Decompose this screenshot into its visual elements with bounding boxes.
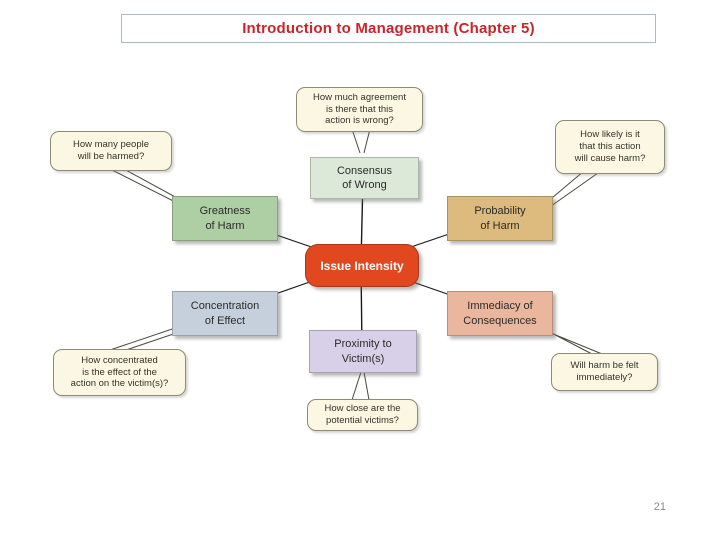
probability-of-harm-node: Probability of Harm [447, 196, 553, 241]
greatness-of-harm-node: Greatness of Harm [172, 196, 278, 241]
consensus-of-wrong-node: Consensus of Wrong [310, 157, 419, 199]
consensus-question-callout: How much agreement is there that this ac… [296, 87, 423, 132]
slide-title-box: Introduction to Management (Chapter 5) [121, 14, 656, 43]
proximity-to-victims-node: Proximity to Victim(s) [309, 330, 417, 373]
probability-question-callout: How likely is it that this action will c… [555, 120, 665, 174]
page-number: 21 [653, 501, 666, 513]
proximity-question-callout: How close are the potential victims? [307, 399, 418, 431]
concentration-question-callout: How concentrated is the effect of the ac… [53, 349, 186, 396]
issue-intensity-node: Issue Intensity [305, 244, 419, 287]
immediacy-question-callout: Will harm be felt immediately? [551, 353, 658, 391]
greatness-question-callout: How many people will be harmed? [50, 131, 172, 171]
concentration-of-effect-node: Concentration of Effect [172, 291, 278, 336]
immediacy-of-consequences-node: Immediacy of Consequences [447, 291, 553, 336]
slide-title: Introduction to Management (Chapter 5) [242, 20, 535, 37]
